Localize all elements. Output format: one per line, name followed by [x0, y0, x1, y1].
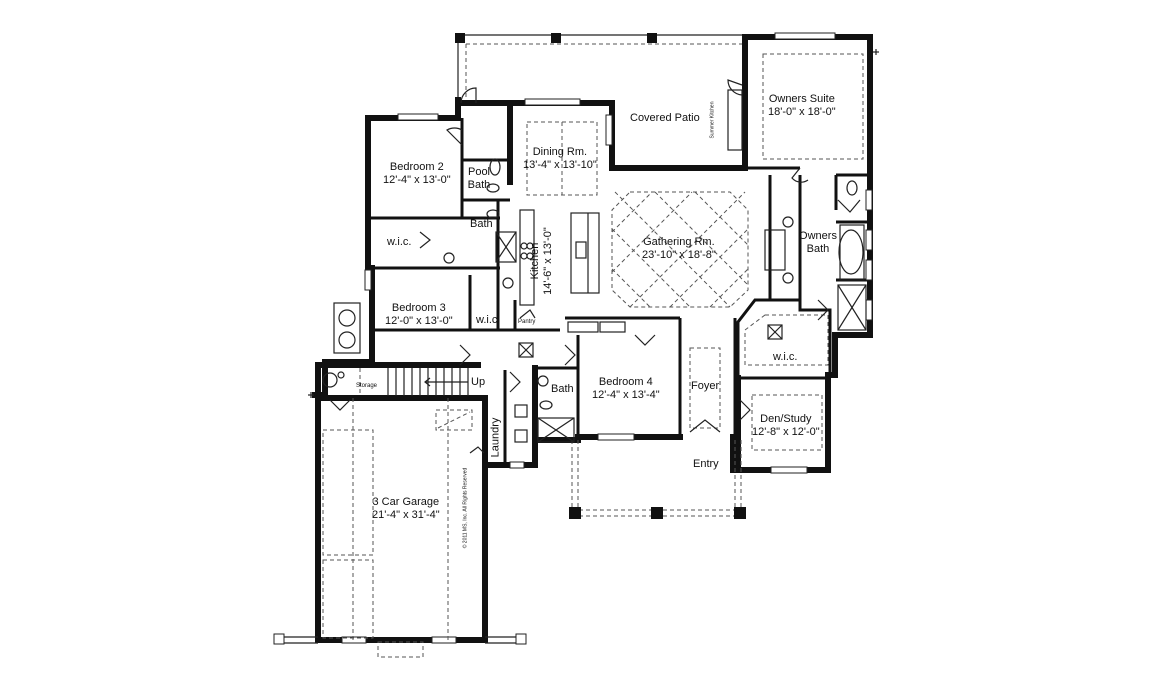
- stairs-label: Up: [471, 376, 486, 388]
- gathering-ceiling-detail: [611, 191, 749, 308]
- room-label-gathering: Gathering Rm. 23'-10" x 18'-8": [642, 236, 716, 262]
- room-name: Bedroom 4: [598, 376, 653, 388]
- room-label-covered-patio: Covered Patio: [630, 112, 700, 125]
- room-name: Bedroom 3: [391, 302, 446, 314]
- annotation-text: © 2011 MS, Inc. All Rights Reserved: [462, 467, 469, 549]
- room-name: Owners Bath: [799, 230, 837, 255]
- room-name: Bath: [551, 383, 574, 395]
- room-name: Den/Study: [760, 413, 812, 425]
- room-label-wic-2: w.i.c.: [476, 314, 500, 327]
- room-name: w.i.c.: [387, 236, 412, 248]
- room-label-foyer: Foyer: [691, 380, 719, 393]
- summer-kitchen-label: Summer Kitchen: [709, 102, 715, 139]
- room-label-laundry: Laundry: [489, 418, 502, 458]
- room-name: Pantry: [518, 319, 536, 325]
- room-name: Kitchen: [528, 242, 541, 280]
- room-label-bedroom-3: Bedroom 3 12'-0" x 13'-0": [385, 302, 453, 328]
- room-label-wic-1: w.i.c.: [387, 236, 411, 249]
- room-name: Covered Patio: [630, 112, 700, 124]
- fixtures: [443, 158, 867, 443]
- ceiling-outlines: [526, 53, 864, 451]
- room-label-bath-2: Bath: [551, 383, 574, 396]
- room-label-kitchen: Kitchen 14'-6" x 13'-0": [529, 227, 555, 295]
- markers: [308, 49, 879, 398]
- room-label-entry: Entry: [693, 458, 719, 471]
- room-dimensions: 23'-10" x 18'-8": [642, 249, 716, 261]
- covered-patio-structure: [455, 33, 745, 100]
- room-name: Bath: [470, 218, 493, 230]
- room-name: Dining Rm.: [532, 146, 588, 158]
- kitchen-counters: [519, 89, 786, 333]
- doors: [329, 79, 861, 454]
- room-dimensions: 12'-4" x 13'-0": [383, 174, 451, 186]
- room-name: Pool Bath: [467, 166, 491, 191]
- room-dimensions: 12'-4" x 13'-4": [592, 389, 660, 401]
- copyright-notice: © 2011 MS, Inc. All Rights Reserved: [462, 468, 468, 549]
- garage-extensions: [273, 633, 527, 645]
- entry-porch: [569, 440, 746, 519]
- room-label-pool-bath: Pool Bath: [467, 166, 491, 192]
- room-label-den-study: Den/Study 12'-8" x 12'-0": [752, 413, 820, 439]
- room-dimensions: 12'-8" x 12'-0": [752, 426, 820, 438]
- room-name: w.i.c.: [773, 351, 798, 363]
- room-name: 3 Car Garage: [372, 496, 440, 508]
- room-label-wic-3: w.i.c.: [773, 351, 797, 364]
- room-label-pantry: Pantry: [518, 319, 535, 326]
- room-label-bedroom-4: Bedroom 4 12'-4" x 13'-4": [592, 376, 660, 402]
- room-name: Entry: [693, 458, 719, 470]
- room-label-bedroom-2: Bedroom 2 12'-4" x 13'-0": [383, 161, 451, 187]
- interior-walls: [368, 118, 868, 465]
- room-dimensions: 12'-0" x 13'-0": [385, 315, 453, 327]
- pool-equipment: [322, 302, 361, 388]
- windows: [341, 32, 873, 644]
- room-name: Bedroom 2: [389, 161, 444, 173]
- room-name: Foyer: [691, 380, 720, 392]
- room-label-owners-bath: Owners Bath: [797, 230, 839, 256]
- room-name: w.i.c.: [476, 314, 501, 326]
- annotation-text: Summer Kitchen: [709, 101, 716, 139]
- room-dimensions: 13'-4" x 13'-10": [523, 159, 597, 171]
- room-name: Storage: [356, 383, 378, 389]
- room-dimensions: 18'-0" x 18'-0": [768, 106, 836, 118]
- exterior-walls: [312, 34, 873, 643]
- garage-bays: [322, 398, 473, 658]
- stairs: [359, 368, 469, 396]
- room-dimensions: 14'-6" x 13'-0": [541, 227, 554, 295]
- room-label-dining: Dining Rm. 13'-4" x 13'-10": [523, 146, 597, 172]
- stairs-up-label: Up: [471, 376, 485, 389]
- room-label-bath-1: Bath: [470, 218, 493, 231]
- room-name: Owners Suite: [768, 93, 835, 105]
- room-name: Laundry: [489, 417, 502, 458]
- room-dimensions: 21'-4" x 31'-4": [372, 509, 440, 521]
- room-label-storage: Storage: [356, 383, 377, 390]
- room-label-garage: 3 Car Garage 21'-4" x 31'-4": [372, 496, 440, 522]
- room-label-owners-suite: Owners Suite 18'-0" x 18'-0": [768, 93, 836, 119]
- room-name: Gathering Rm.: [643, 236, 715, 248]
